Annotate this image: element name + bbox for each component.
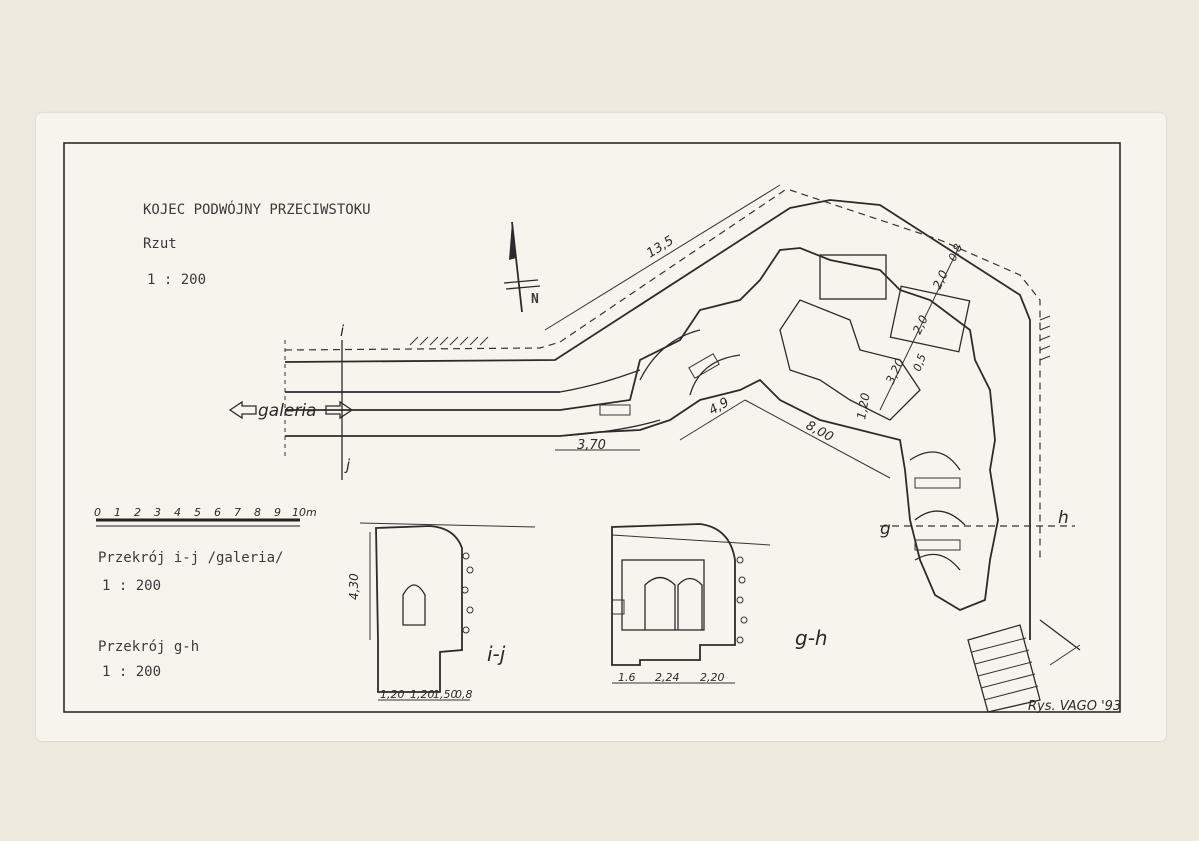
scale-tick: 2 bbox=[134, 506, 141, 519]
section-ij-dim: 0,8 bbox=[455, 688, 473, 701]
scale-tick: 6 bbox=[214, 506, 221, 519]
scale-tick: 1 bbox=[114, 506, 121, 519]
section-mark-i: i bbox=[340, 322, 345, 340]
scale-tick: 5 bbox=[194, 506, 201, 519]
gallery-label: galeria bbox=[258, 401, 317, 421]
scale-tick: 10m bbox=[292, 506, 317, 519]
section-ij-height: 4,30 bbox=[347, 573, 361, 600]
section-ij-dim: 1,20 bbox=[410, 688, 435, 701]
section-ij-tag: i-j bbox=[487, 642, 506, 666]
scale-tick: 8 bbox=[254, 506, 261, 519]
gallery-corridor bbox=[284, 189, 1031, 640]
drawing-title: KOJEC PODWÓJNY PRZECIWSTOKU bbox=[143, 200, 371, 218]
section-gh-dim: 2,20 bbox=[700, 671, 725, 684]
drawing-sheet bbox=[36, 113, 1166, 741]
section-ij-dim: 1,20 bbox=[380, 688, 405, 701]
section-ij-dim: 1,50 bbox=[433, 688, 458, 701]
plan-label: Rzut bbox=[143, 236, 177, 252]
signature: Rys. VAGO '93 bbox=[1028, 699, 1121, 714]
scale-bar: 0 1 2 3 4 5 6 7 8 9 10m bbox=[94, 506, 317, 527]
north-label: N bbox=[531, 292, 539, 307]
section-ij-scale: 1 : 200 bbox=[102, 578, 161, 594]
scale-tick: 0 bbox=[94, 506, 101, 519]
section-gh-drawing: 1.6 2,24 2,20 g-h bbox=[611, 523, 828, 684]
scale-tick: 3 bbox=[154, 506, 161, 519]
dim-4-9: 4,9 bbox=[707, 395, 732, 418]
bunker-plan bbox=[559, 189, 1081, 713]
dim-1-20: 1,20 bbox=[854, 391, 872, 420]
section-gh-title: Przekrój g-h bbox=[98, 639, 199, 655]
section-mark-j: j bbox=[344, 456, 351, 474]
scale-tick: 9 bbox=[274, 506, 281, 519]
dim-0-8: 0,8 bbox=[946, 242, 965, 263]
plan-scale: 1 : 200 bbox=[147, 272, 206, 288]
dim-0-5: 0,5 bbox=[911, 352, 929, 373]
section-gh-dim: 1.6 bbox=[618, 671, 636, 684]
dim-3-70: 3,70 bbox=[577, 438, 606, 453]
dim-13-5: 13,5 bbox=[644, 233, 677, 261]
section-mark-g: g bbox=[880, 519, 891, 539]
plan-dimensions: 13,5 3,70 4,9 8,00 1,20 3,20 2,0 2,0 0,8… bbox=[544, 184, 965, 479]
scale-tick: 7 bbox=[234, 506, 241, 519]
drawing-frame bbox=[63, 142, 1121, 713]
scale-tick: 4 bbox=[174, 506, 181, 519]
section-ij-title: Przekrój i-j /galeria/ bbox=[98, 550, 283, 566]
section-gh-tag: g-h bbox=[795, 626, 828, 650]
gallery-direction-arrow: galeria bbox=[228, 400, 354, 421]
section-gh-dim: 2,24 bbox=[655, 671, 680, 684]
section-gh-scale: 1 : 200 bbox=[102, 664, 161, 680]
north-arrow-icon: N bbox=[503, 221, 541, 313]
section-mark-h: h bbox=[1058, 508, 1069, 528]
section-ij-drawing: 4,30 1,20 1,20 1,50 0,8 i-j bbox=[347, 522, 536, 701]
dim-2-0-a: 2,0 bbox=[910, 313, 931, 337]
